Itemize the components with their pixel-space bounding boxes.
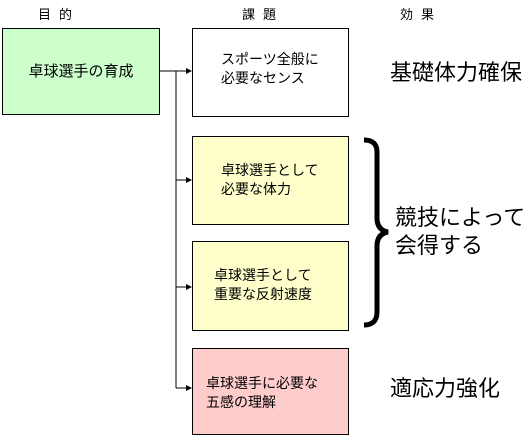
purpose-box: 卓球選手の育成 — [2, 28, 160, 115]
arrowhead — [186, 284, 192, 290]
arrowhead — [186, 385, 192, 391]
task-line: スポーツ全般に — [221, 52, 319, 68]
effect-competition: 競技によって 会得する — [395, 205, 525, 261]
effect-adaptation: 適応力強化 — [390, 377, 501, 402]
task-line: 卓球選手に必要な — [206, 376, 318, 392]
effect-competition-line: 会得する — [395, 234, 484, 259]
task-line: 卓球選手として — [221, 163, 319, 179]
header-task: 課題 — [242, 8, 285, 23]
grouping-brace — [363, 137, 389, 328]
task-box: 卓球選手として 必要な体力 — [192, 136, 349, 225]
header-effect: 効果 — [400, 8, 443, 23]
purpose-label: 卓球選手の育成 — [28, 62, 134, 80]
task-line: 必要な体力 — [221, 182, 291, 198]
header-purpose: 目的 — [38, 8, 81, 23]
effect-competition-line: 競技によって — [395, 206, 526, 231]
arrowhead — [186, 177, 192, 183]
effect-basic-fitness: 基礎体力確保 — [390, 61, 523, 86]
task-line: 必要なセンス — [221, 71, 305, 87]
task-line: 重要な反射速度 — [214, 287, 312, 303]
task-box: 卓球選手として 重要な反射速度 — [192, 241, 349, 331]
arrowhead — [186, 68, 192, 74]
task-box: スポーツ全般に 必要なセンス — [192, 28, 349, 117]
task-line: 卓球選手として — [214, 268, 312, 284]
task-box: 卓球選手に必要な 五感の理解 — [192, 348, 349, 435]
task-line: 五感の理解 — [206, 395, 276, 411]
